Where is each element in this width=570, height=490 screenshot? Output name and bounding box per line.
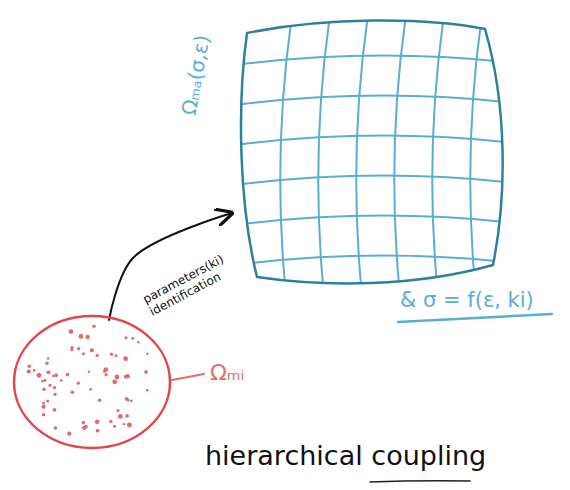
mesh-line	[394, 15, 406, 295]
underline	[398, 314, 552, 322]
leader-line	[172, 374, 204, 380]
particle	[113, 425, 116, 428]
particle	[42, 405, 46, 409]
particle	[144, 370, 148, 374]
particle	[27, 369, 31, 373]
domain-outline	[14, 316, 170, 448]
particle	[146, 389, 149, 392]
particle	[53, 408, 57, 412]
particle	[46, 399, 49, 402]
particle	[47, 370, 51, 374]
mesh-line	[280, 15, 292, 295]
particle	[115, 354, 118, 357]
domain-label: Ωₘᵢ	[210, 360, 244, 385]
particle	[82, 352, 85, 355]
mesh-line	[235, 215, 515, 225]
particle	[130, 400, 133, 403]
edge-label: parameters(ki) identification	[137, 241, 252, 322]
particle	[54, 426, 58, 430]
particle	[124, 375, 128, 379]
particle	[36, 373, 41, 378]
particle	[114, 375, 119, 380]
mesh-line	[470, 15, 482, 295]
particle	[27, 364, 31, 368]
particle	[54, 373, 58, 377]
particle	[88, 371, 90, 373]
particle	[60, 379, 63, 382]
particle	[123, 356, 128, 361]
particle	[66, 373, 70, 377]
macro-domain: Ωₘₐ(σ,ε)	[235, 15, 510, 290]
particle	[43, 379, 46, 382]
particle	[112, 379, 117, 384]
particle	[125, 414, 129, 418]
particle	[85, 335, 89, 339]
particle	[71, 391, 75, 395]
particle	[89, 388, 92, 391]
particle	[42, 387, 46, 391]
particle	[125, 397, 129, 401]
particle	[110, 352, 113, 355]
particle	[53, 393, 56, 396]
particle	[41, 380, 44, 383]
particle	[77, 347, 80, 350]
mesh-line	[235, 55, 515, 65]
particle	[123, 423, 125, 425]
particle	[42, 402, 45, 405]
particle	[47, 357, 49, 359]
particle	[42, 413, 45, 416]
particle	[70, 348, 73, 351]
mesh-line	[235, 175, 515, 185]
particle	[109, 420, 113, 424]
particle	[104, 373, 107, 376]
particle	[98, 399, 101, 402]
underline	[370, 481, 470, 482]
particle-blob	[10, 310, 175, 455]
mesh-line	[235, 255, 515, 265]
particle	[82, 421, 86, 425]
particle	[118, 414, 123, 419]
domain-outline	[241, 20, 503, 283]
mesh-line	[356, 15, 368, 295]
particle	[96, 354, 99, 357]
particle	[82, 426, 86, 430]
particle	[95, 419, 100, 424]
domain-label: Ωₘₐ(σ,ε)	[177, 33, 215, 117]
particle	[77, 382, 80, 385]
particle	[90, 348, 94, 352]
particle	[116, 409, 119, 412]
particle	[45, 362, 48, 365]
micro-domain: Ωₘᵢ	[10, 310, 175, 455]
particle	[124, 336, 127, 339]
caption-note: hierarchical coupling	[205, 440, 486, 471]
particle	[48, 384, 51, 387]
particle	[52, 375, 55, 378]
mesh-blob	[235, 15, 510, 290]
particle	[79, 334, 84, 339]
particle	[146, 353, 148, 355]
particle	[104, 367, 109, 372]
particle	[131, 337, 134, 340]
particle	[53, 386, 56, 389]
particle	[137, 341, 139, 343]
particle	[67, 432, 71, 436]
particle	[92, 325, 95, 328]
particle	[33, 369, 36, 372]
particle	[127, 423, 132, 428]
mesh-line	[235, 95, 515, 105]
particle	[96, 429, 100, 433]
particle	[69, 329, 74, 334]
equation: & σ = f(ε, ki)	[400, 288, 534, 312]
mesh-line	[235, 135, 515, 145]
